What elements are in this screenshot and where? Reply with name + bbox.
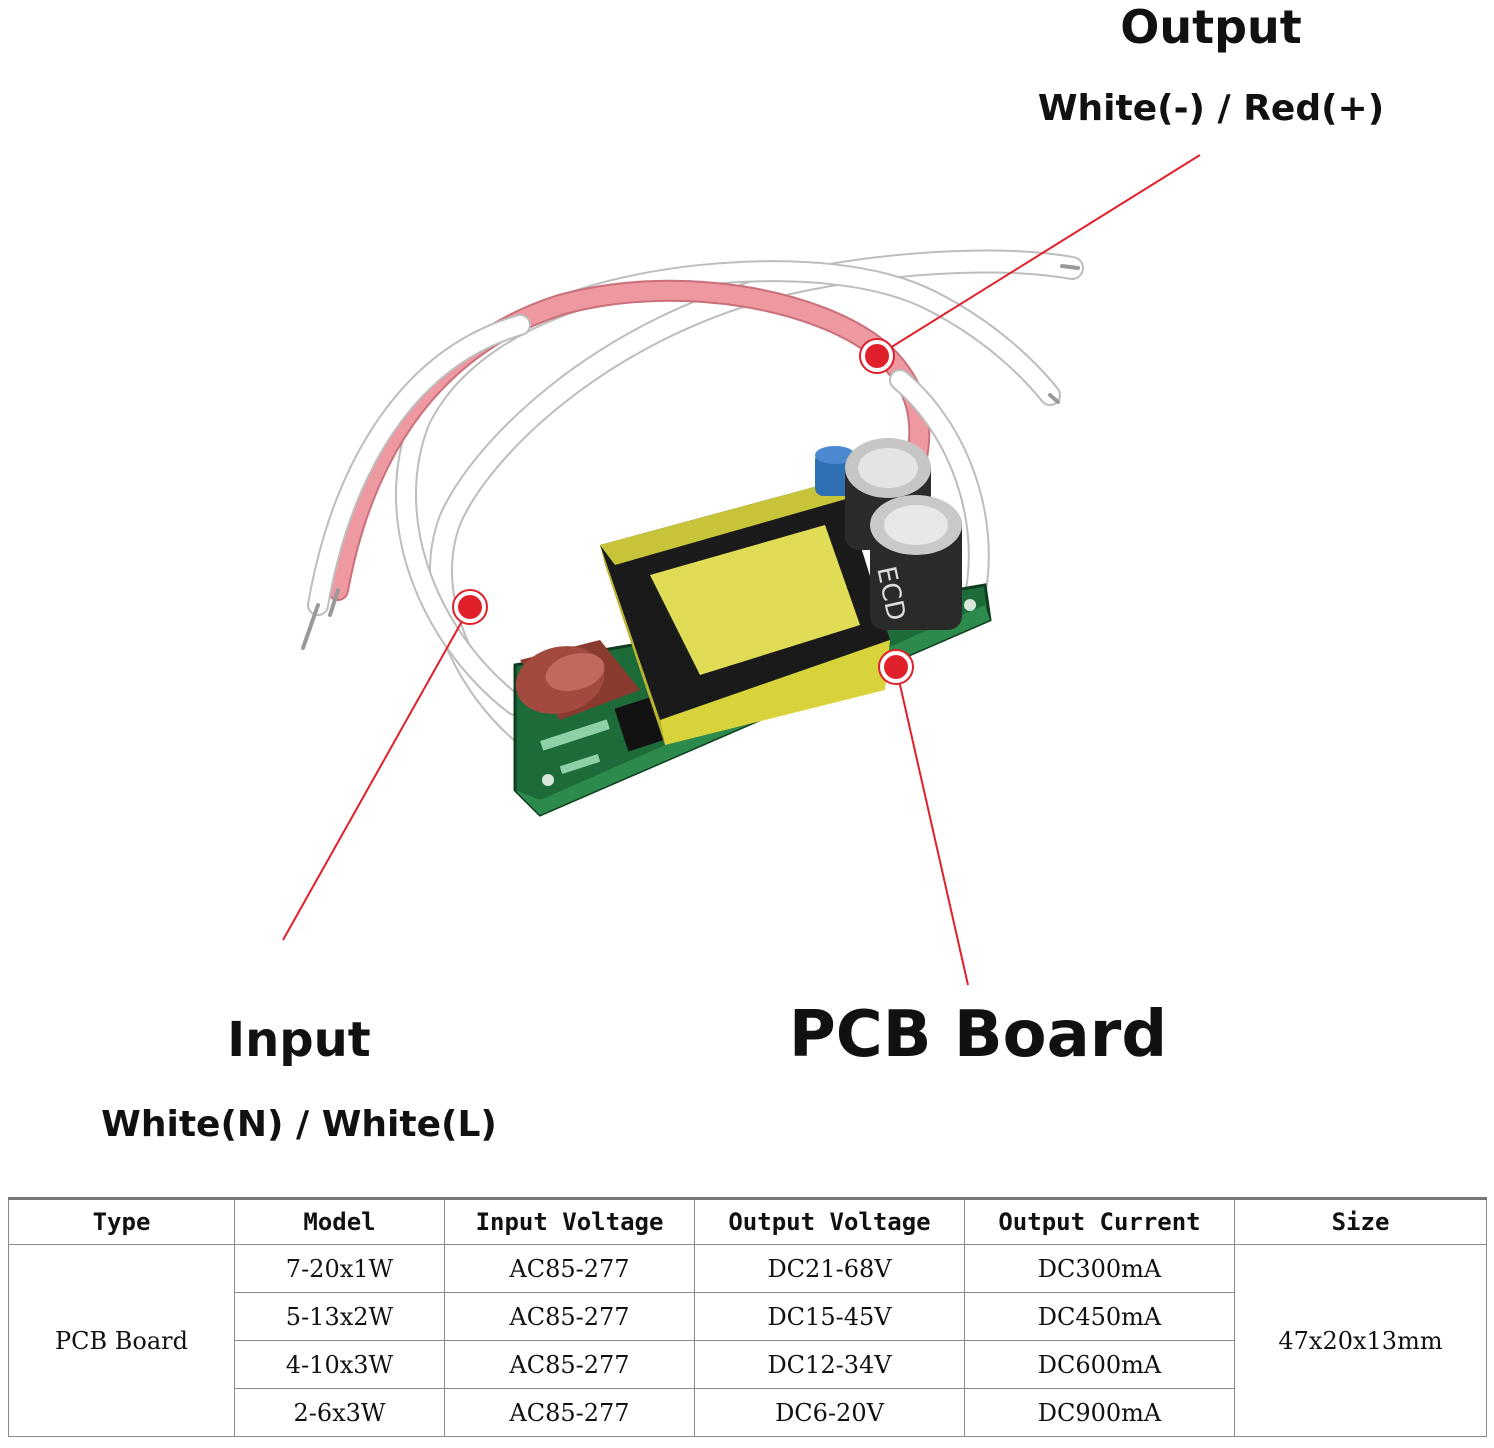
input-voltage-cell: AC85-277 [444,1388,695,1437]
input-callout-line [282,606,471,941]
transformer-yellow-face [650,525,860,675]
type-cell: PCB Board [8,1244,235,1437]
output-wires-label: White(-) / Red(+) [1037,88,1385,129]
output-current-cell: DC600mA [964,1340,1235,1389]
output-current-cell: DC300mA [964,1244,1235,1293]
output-callout-line [876,154,1201,357]
input-voltage-cell: AC85-277 [444,1244,695,1293]
size-cell: 47x20x13mm [1234,1244,1487,1437]
transformer-side [600,545,665,745]
pcb-callout-line [895,666,969,986]
pcb-pad-3 [964,599,976,611]
table-row: 4-10x3W AC85-277 DC12-34V DC600mA [9,1340,1487,1389]
spec-table: Type Model Input Voltage Output Voltage … [8,1197,1487,1437]
input-voltage-cell: AC85-277 [444,1292,695,1341]
table-row: 5-13x2W AC85-277 DC15-45V DC450mA [9,1292,1487,1341]
callout-markers [452,338,914,685]
table-row: 2-6x3W AC85-277 DC6-20V DC900mA [9,1388,1487,1437]
model-cell: 5-13x2W [234,1292,445,1341]
model-cell: 2-6x3W [234,1388,445,1437]
input-title: Input [227,1012,371,1068]
output-current-cell: DC450mA [964,1292,1235,1341]
electrolytic-capacitors: ECD [815,438,962,630]
output-marker-dot [865,344,889,368]
input-marker-dot [458,595,482,619]
header-output-voltage: Output Voltage [694,1197,965,1245]
wires [301,249,1084,747]
transformer-yellow-front [660,640,890,745]
header-size: Size [1234,1197,1487,1245]
transformer [600,480,890,745]
output-title: Output [1120,0,1302,54]
header-type: Type [8,1197,235,1245]
output-voltage-cell: DC21-68V [694,1244,965,1293]
pcb-trace-2 [559,754,601,774]
header-output-current: Output Current [964,1197,1235,1245]
model-cell: 4-10x3W [234,1340,445,1389]
output-current-cell: DC900mA [964,1388,1235,1437]
table-header-row: Type Model Input Voltage Output Voltage … [8,1197,1487,1245]
product-illustration: ECD Output White(-) / Red(+) Input White… [101,0,1385,1145]
pcb-marker-dot [884,655,908,679]
bare-tip-4 [1060,264,1080,270]
model-cell: 7-20x1W [234,1244,445,1293]
header-model: Model [234,1197,445,1245]
bare-tip-3 [1048,393,1060,404]
pcb-pad-1 [542,774,554,786]
output-voltage-cell: DC6-20V [694,1388,965,1437]
driver-board-drawing: ECD [282,154,1201,986]
pcb-board-title: PCB Board [788,998,1168,1072]
output-voltage-cell: DC12-34V [694,1340,965,1389]
callouts [282,154,1201,986]
table-row: PCB Board 7-20x1W AC85-277 DC21-68V DC30… [8,1244,1487,1437]
bare-tip-2 [301,603,320,650]
white-wire-input-right [309,316,529,614]
bare-tip-1 [328,588,340,617]
pcb-trace-1 [540,719,610,751]
transformer-core-gap [600,480,860,565]
film-capacitor [515,640,640,720]
header-input-voltage: Input Voltage [444,1197,695,1245]
white-wire-right [891,371,988,604]
output-voltage-cell: DC15-45V [694,1292,965,1341]
input-voltage-cell: AC85-277 [444,1340,695,1389]
input-wires-label: White(N) / White(L) [101,1104,497,1145]
